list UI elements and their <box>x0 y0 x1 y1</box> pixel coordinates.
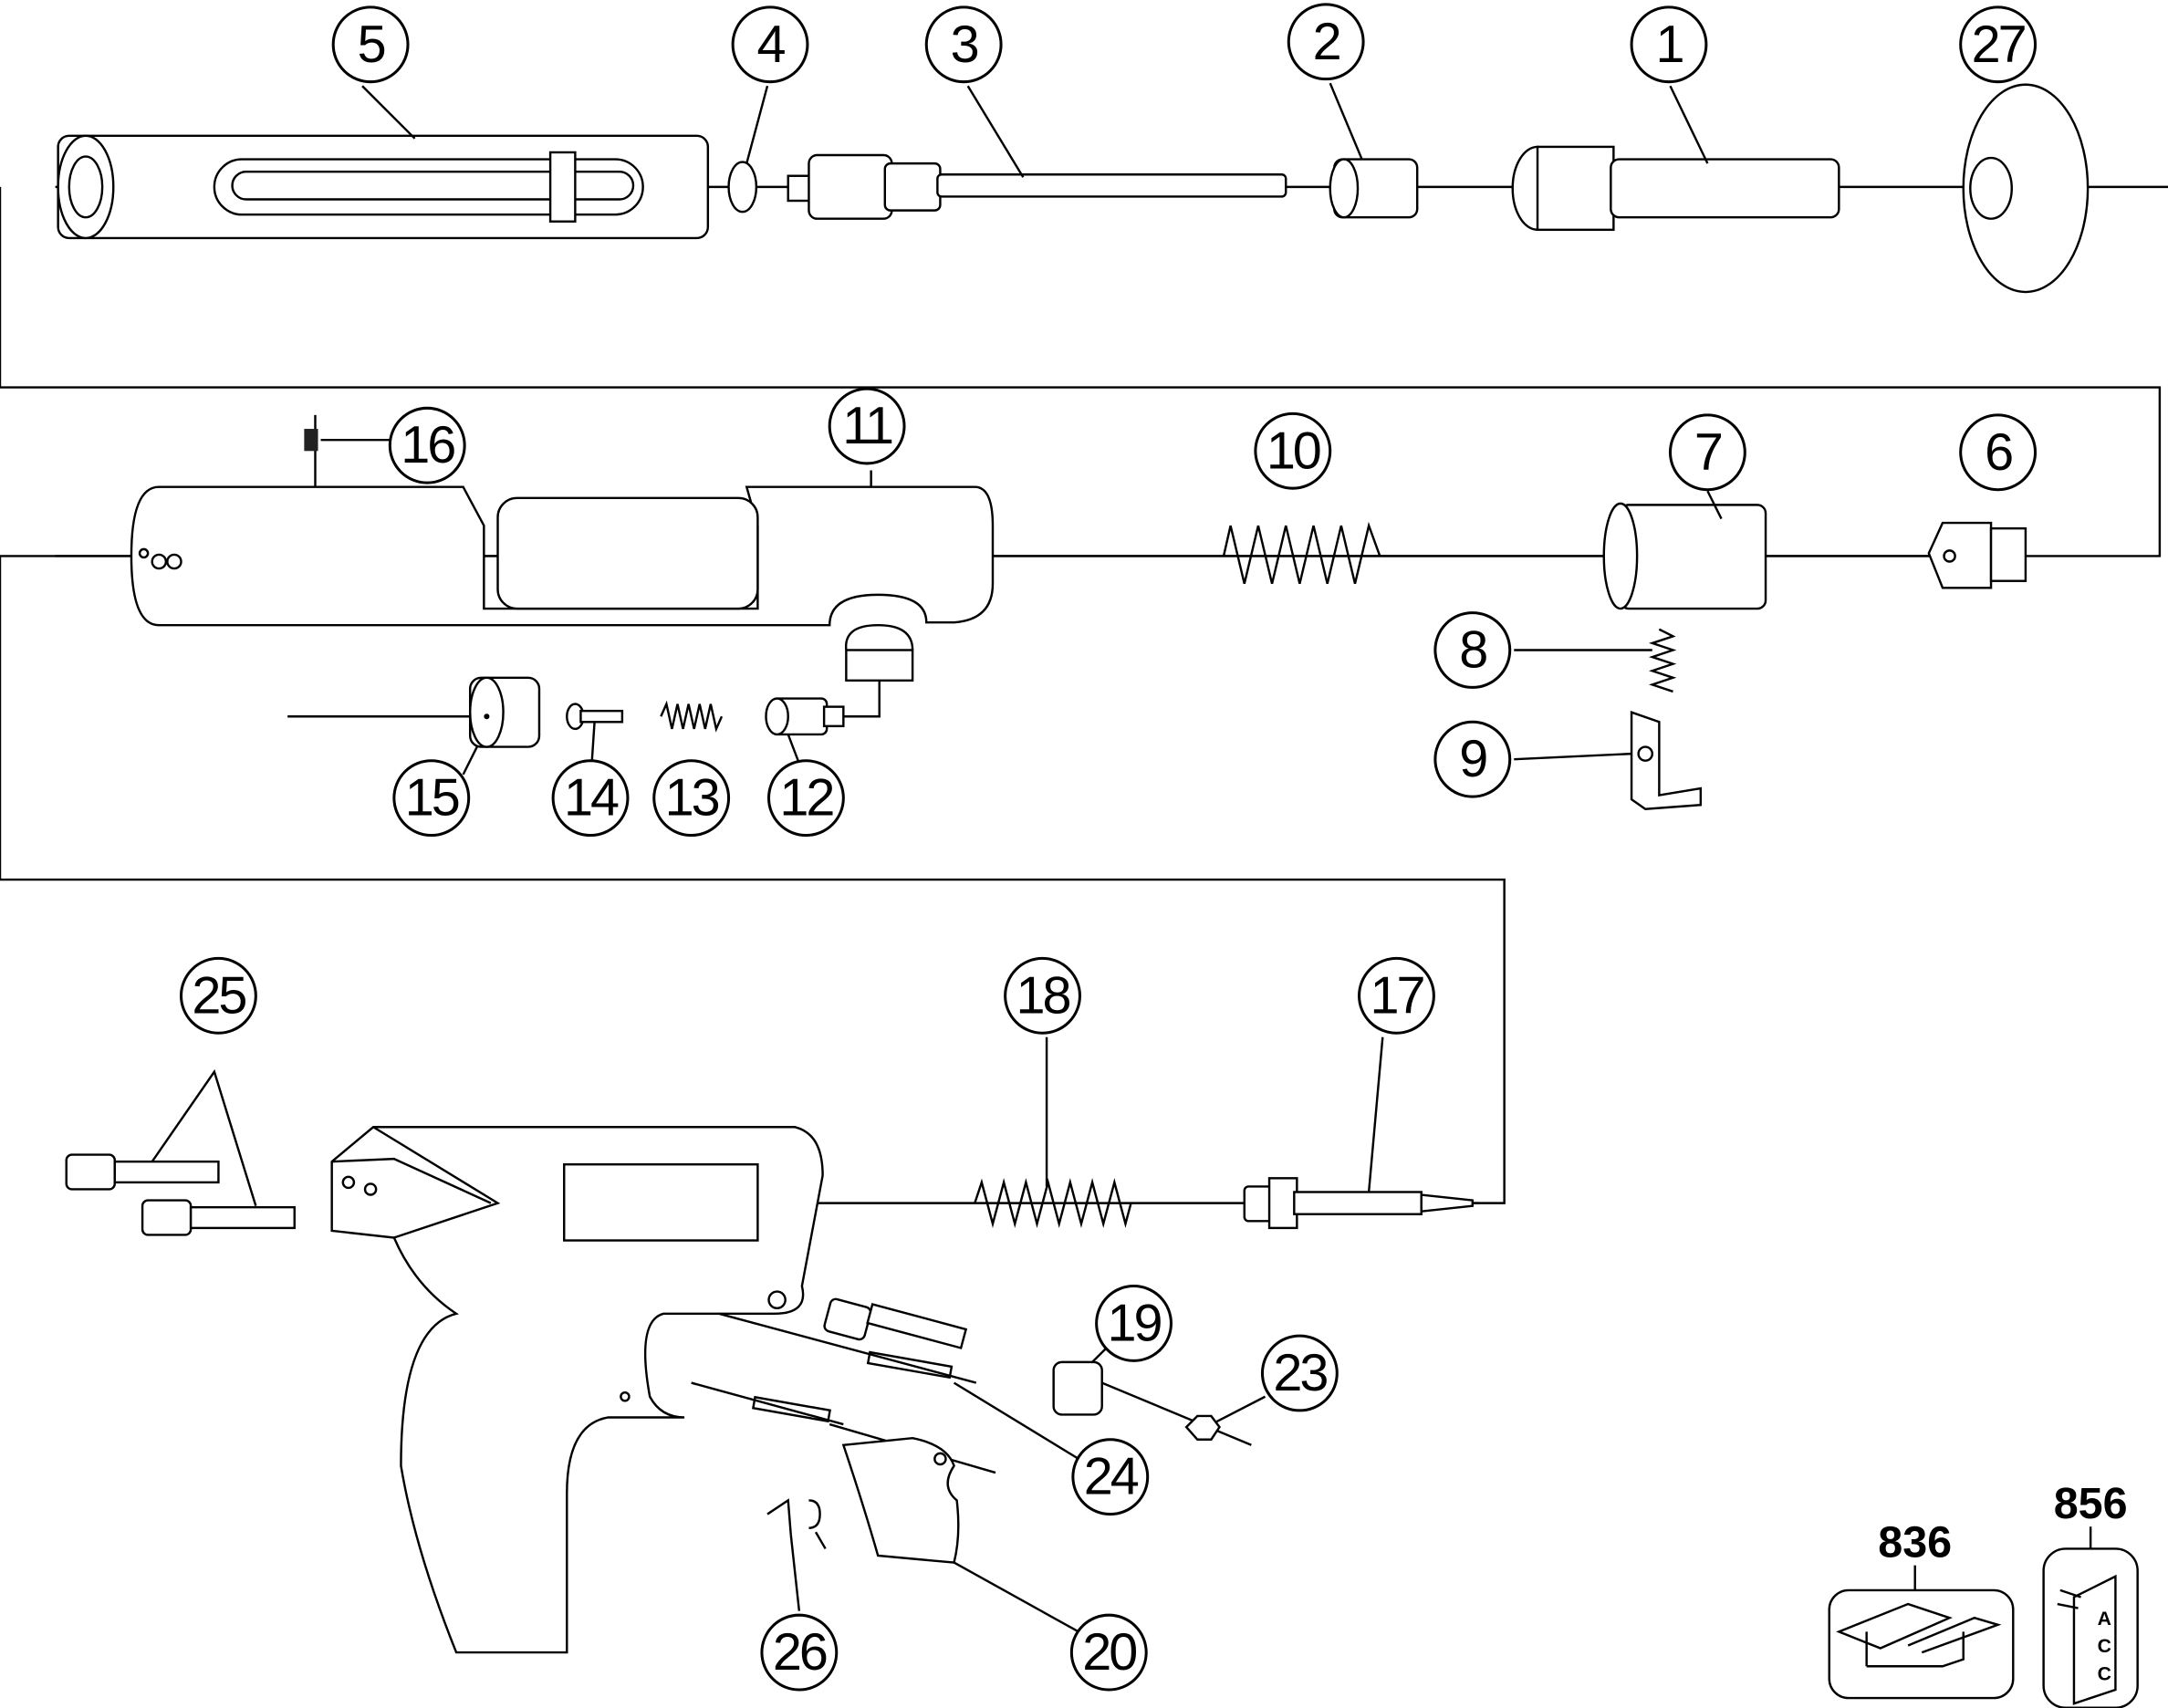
callout-8: 8 <box>1433 611 1512 689</box>
svg-text:2: 2 <box>1313 13 1340 71</box>
callout-13: 13 <box>652 759 731 838</box>
part-3-piston <box>787 85 1287 220</box>
part-gun-body <box>330 1126 824 1654</box>
part-14-pin <box>566 703 624 764</box>
accessory-856-box: 856 A C C <box>2042 1479 2139 1708</box>
callout-26: 26 <box>760 1613 839 1692</box>
accessory-836-toolbox: 836 <box>1828 1518 2015 1700</box>
svg-text:20: 20 <box>1082 1623 1136 1682</box>
part-19-sleeve <box>1052 1347 1252 1446</box>
callout-20: 20 <box>1069 1613 1148 1692</box>
callout-14: 14 <box>551 759 630 838</box>
callout-17: 17 <box>1358 956 1435 1035</box>
svg-text:27: 27 <box>1972 16 2026 74</box>
svg-text:8: 8 <box>1459 620 1486 679</box>
part-1-barrel <box>1511 85 1840 232</box>
svg-text:23: 23 <box>1273 1344 1327 1402</box>
part-25-screws <box>65 1068 296 1236</box>
part-12-bushing <box>765 697 845 765</box>
callout-2: 2 <box>1287 3 1365 81</box>
svg-text:9: 9 <box>1459 730 1486 788</box>
svg-text:4: 4 <box>757 16 786 74</box>
callout-9: 9 <box>1433 720 1512 798</box>
svg-text:26: 26 <box>773 1623 827 1682</box>
part-26-spring <box>766 1498 827 1611</box>
part-4-ring <box>727 85 769 214</box>
callout-7: 7 <box>1668 413 1746 492</box>
part-7-cylinder <box>1602 490 1767 610</box>
part-16-screw <box>304 429 391 452</box>
svg-text:1: 1 <box>1655 16 1683 74</box>
svg-text:6: 6 <box>1985 423 2012 482</box>
callout-16: 16 <box>388 406 466 484</box>
svg-text:836: 836 <box>1878 1518 1952 1567</box>
part-2-bushing <box>1329 82 1419 219</box>
svg-text:5: 5 <box>358 16 385 74</box>
callout-15: 15 <box>392 759 471 838</box>
part-18-spring <box>974 1036 1132 1229</box>
callout-3: 3 <box>924 5 1003 84</box>
part-11-housing <box>130 414 995 718</box>
callout-4: 4 <box>731 5 809 84</box>
svg-text:13: 13 <box>665 769 719 828</box>
part-10-spring <box>1222 521 1381 585</box>
svg-text:16: 16 <box>401 416 454 474</box>
svg-text:C: C <box>2098 1663 2111 1684</box>
part-bolt <box>823 1297 968 1349</box>
svg-text:25: 25 <box>192 966 245 1025</box>
part-13-spring <box>660 700 724 733</box>
svg-text:12: 12 <box>779 769 833 828</box>
callout-23: 23 <box>1260 1334 1339 1412</box>
svg-text:11: 11 <box>842 397 892 455</box>
svg-text:15: 15 <box>405 769 459 828</box>
svg-text:10: 10 <box>1266 422 1320 480</box>
callout-10: 10 <box>1254 411 1332 490</box>
svg-text:856: 856 <box>2054 1479 2128 1528</box>
part-5-barrel-sleeve <box>57 85 710 240</box>
part-27-disc <box>1962 83 2090 294</box>
callout-11: 11 <box>828 387 906 465</box>
part-24-pins <box>691 1312 1087 1474</box>
part-17-firing-pin <box>1243 1036 1475 1230</box>
svg-text:C: C <box>2098 1636 2111 1657</box>
svg-text:24: 24 <box>1084 1448 1139 1506</box>
callout-19: 19 <box>1095 1285 1173 1362</box>
callout-5: 5 <box>331 5 410 84</box>
part-6-plug <box>1927 521 2027 589</box>
svg-text:A: A <box>2098 1609 2111 1630</box>
part-8-spring <box>1514 628 1677 693</box>
callout-18: 18 <box>1004 956 1081 1035</box>
part-20-trigger <box>841 1436 1079 1633</box>
callout-27: 27 <box>1959 5 2038 84</box>
svg-text:19: 19 <box>1108 1294 1162 1352</box>
assembly-lines <box>0 185 2168 1204</box>
svg-text:18: 18 <box>1016 966 1070 1025</box>
svg-text:17: 17 <box>1370 966 1423 1025</box>
part-9-bracket <box>1514 710 1703 810</box>
svg-text:14: 14 <box>564 769 619 828</box>
callout-25: 25 <box>179 956 257 1035</box>
callout-12: 12 <box>766 759 845 838</box>
svg-text:3: 3 <box>951 16 978 74</box>
svg-text:7: 7 <box>1694 423 1722 482</box>
callout-1: 1 <box>1630 5 1708 84</box>
callout-6: 6 <box>1959 413 2038 492</box>
part-23-nut <box>1184 1395 1266 1441</box>
callout-24: 24 <box>1071 1438 1150 1516</box>
part-15-cap <box>462 676 541 776</box>
